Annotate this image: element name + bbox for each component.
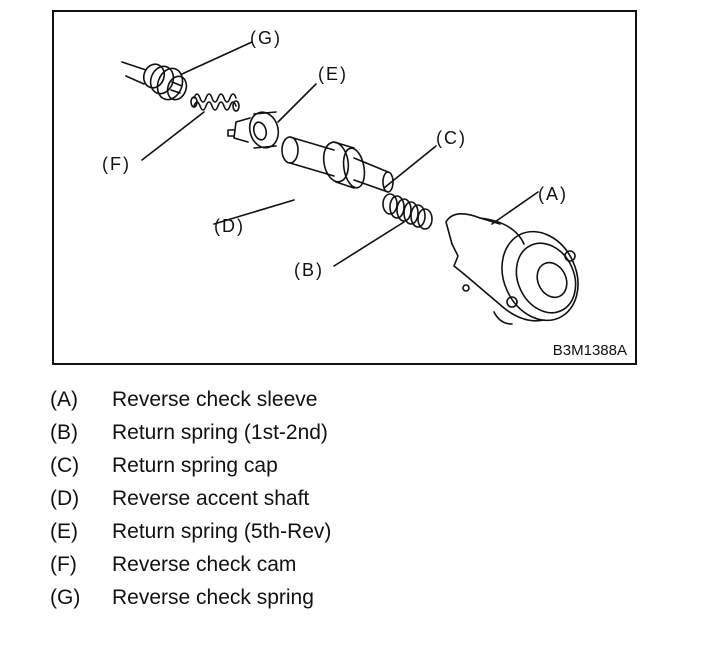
legend-key: (C)	[50, 454, 80, 477]
leader-line-e	[277, 83, 317, 123]
callout-c: (C)	[436, 128, 467, 148]
callout-f: (F)	[102, 154, 131, 174]
legend-text: Return spring (5th-Rev)	[112, 520, 332, 543]
callout-e: (E)	[318, 64, 348, 84]
legend-key: (G)	[50, 586, 81, 609]
legend-text: Reverse accent shaft	[112, 487, 310, 510]
callout-b: (B)	[294, 260, 324, 280]
legend-key: (E)	[50, 520, 78, 543]
legend-text: Reverse check sleeve	[112, 388, 318, 411]
leader-line-d	[213, 199, 295, 225]
return-spring-5th-rev-part	[227, 111, 280, 149]
legend-text: Reverse check spring	[112, 586, 314, 609]
return-spring-1st-2nd-part	[382, 193, 433, 230]
leader-line-a	[491, 191, 539, 225]
reverse-check-spring-part	[121, 61, 188, 101]
figure-code: B3M1388A	[552, 342, 627, 359]
legend-key: (B)	[50, 421, 78, 444]
leader-line-b	[333, 221, 405, 267]
leader-line-g	[181, 41, 253, 75]
callout-d: (D)	[214, 216, 245, 236]
leader-line-f	[141, 111, 205, 161]
reverse-check-sleeve-part	[445, 213, 579, 325]
legend-key: (D)	[50, 487, 80, 510]
leader-line-c	[383, 145, 437, 189]
callout-g: (G)	[250, 28, 282, 48]
legend-text: Reverse check cam	[112, 553, 297, 576]
callout-a: (A)	[538, 184, 568, 204]
legend-text: Return spring cap	[112, 454, 278, 477]
reverse-check-cam-part	[190, 93, 240, 112]
legend-key: (F)	[50, 553, 77, 576]
legend-text: Return spring (1st-2nd)	[112, 421, 328, 444]
reverse-accent-shaft-part	[281, 136, 394, 193]
legend-key: (A)	[50, 388, 78, 411]
parts-drawing	[121, 41, 579, 325]
exploded-view-diagram: (G) (E) (C) (F) (A) (D) (B) B3M1388A	[52, 10, 637, 365]
